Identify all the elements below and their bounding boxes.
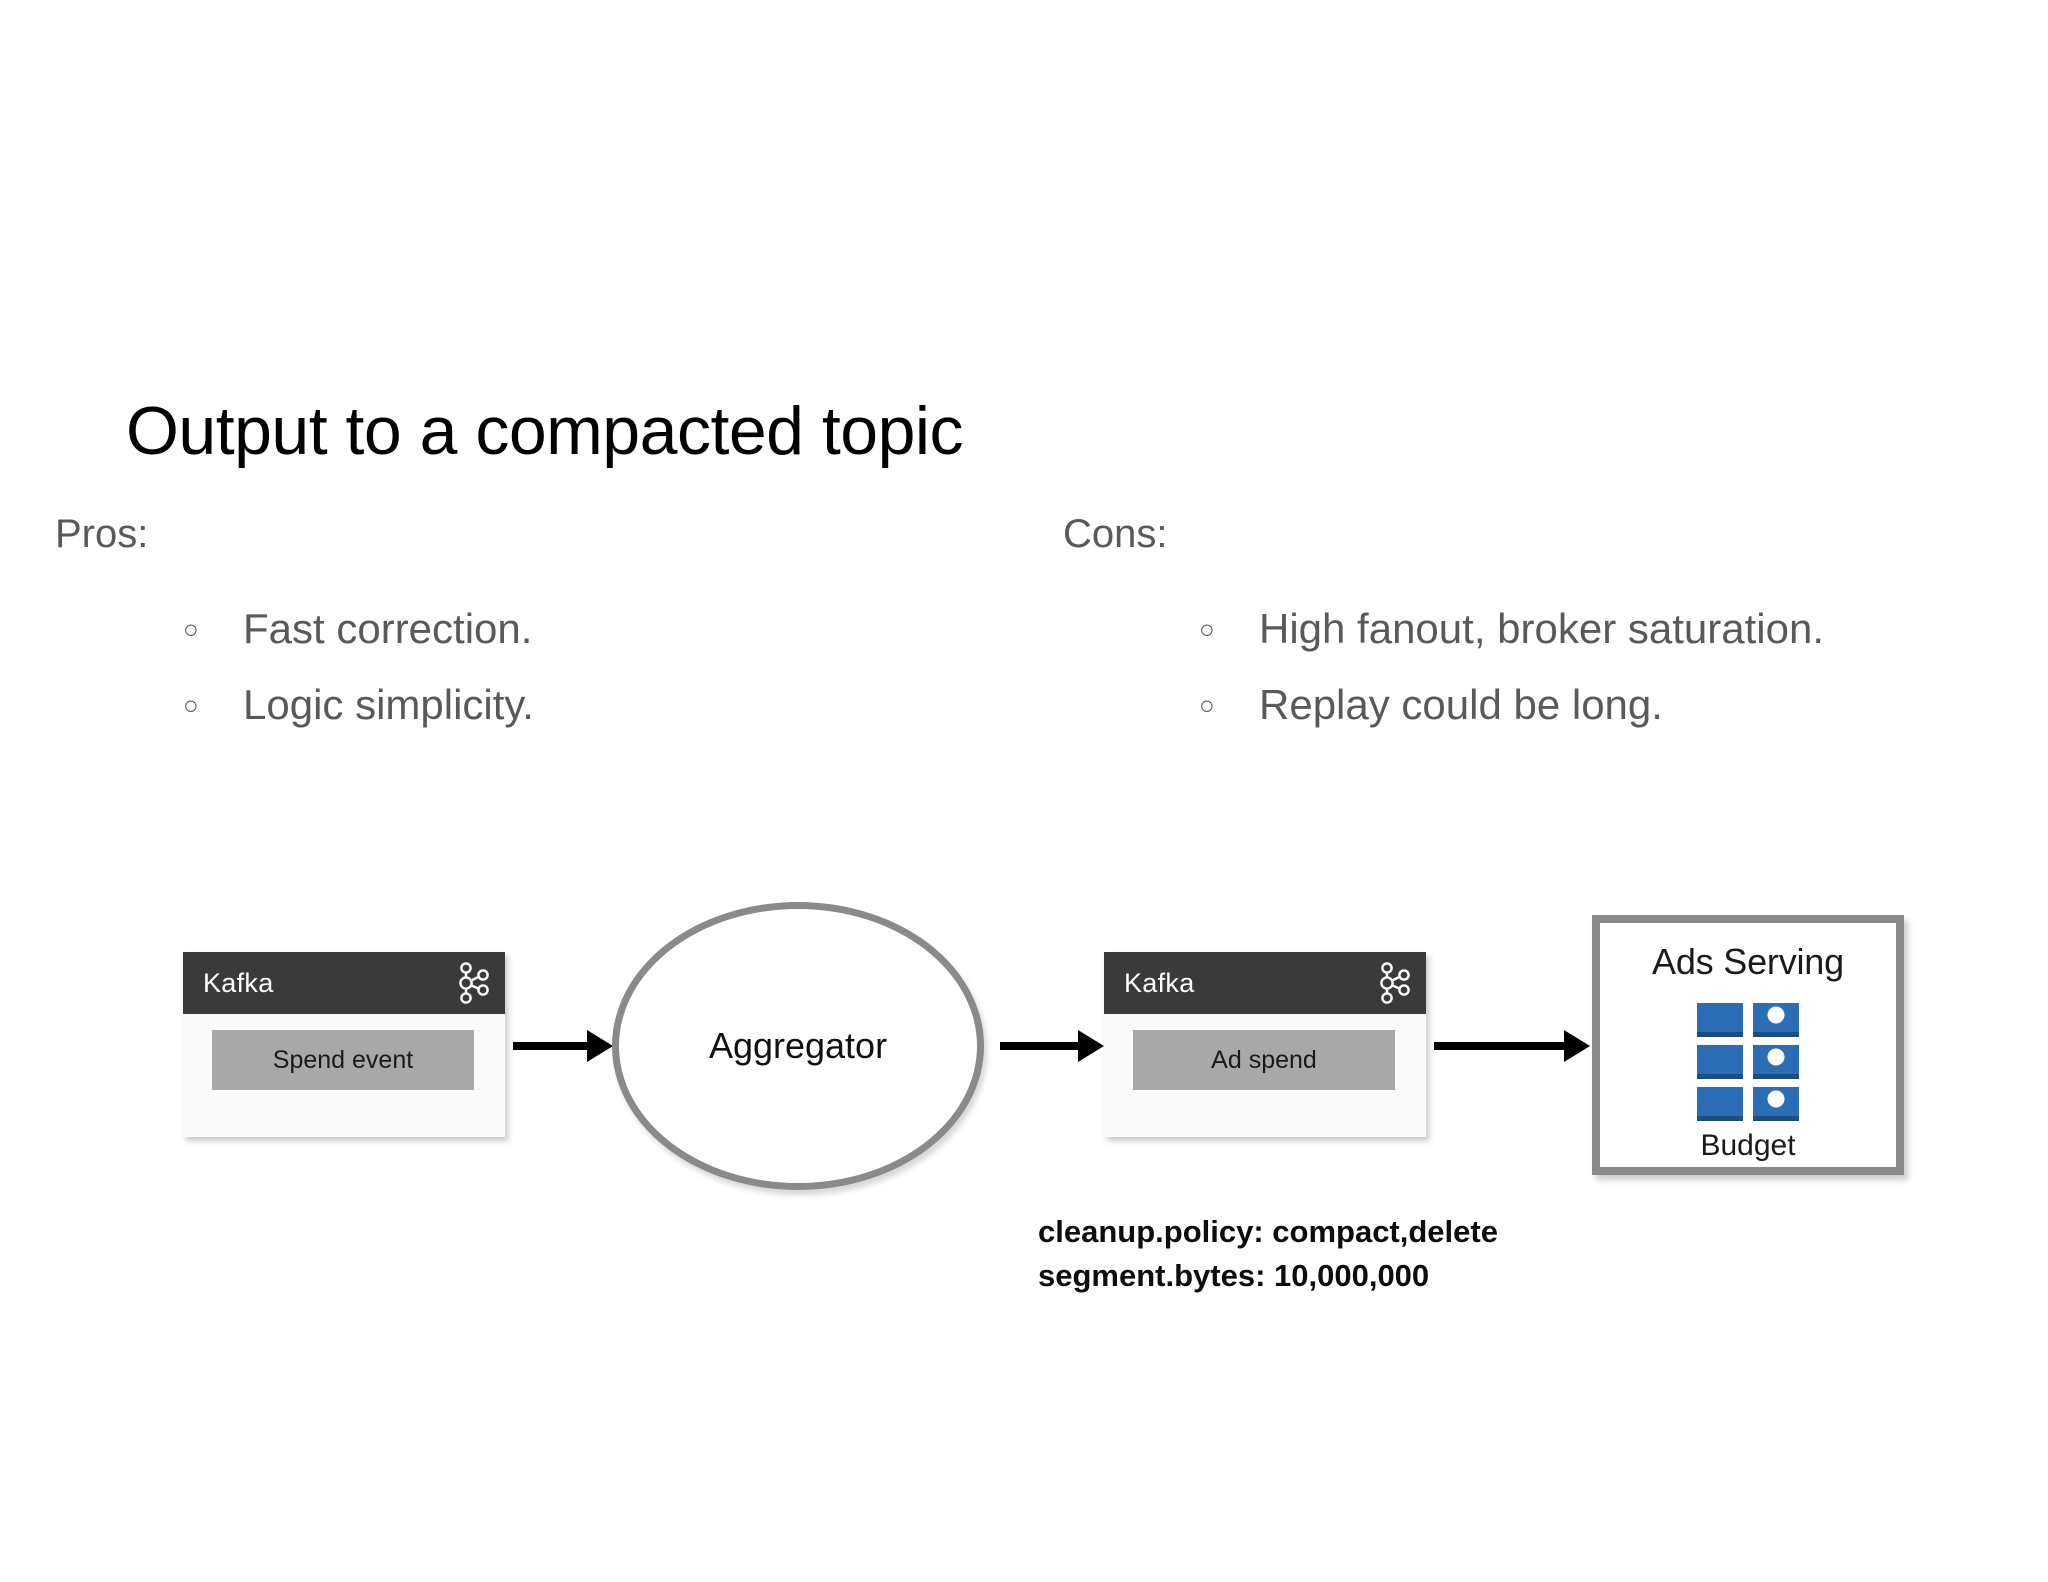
ads-serving-title: Ads Serving (1652, 941, 1844, 982)
list-item-label: High fanout, broker saturation. (1259, 605, 1824, 652)
budget-cell (1753, 1087, 1799, 1121)
kafka-header-label: Kafka (1124, 967, 1195, 998)
pros-heading: Pros: (55, 512, 149, 556)
topic-config-annotation: cleanup.policy: compact,delete segment.b… (1038, 1210, 1498, 1298)
list-item-label: Fast correction. (243, 605, 533, 652)
kafka-topic-chip: Ad spend (1133, 1030, 1395, 1090)
list-item-label: Logic simplicity. (243, 681, 534, 728)
kafka-logo-icon (457, 961, 491, 1005)
kafka-card-body: Spend event (183, 1014, 505, 1137)
list-item: ○ Logic simplicity. (55, 678, 1005, 732)
budget-label: Budget (1700, 1129, 1796, 1162)
diagram-node-aggregator: Aggregator (612, 902, 984, 1190)
list-item-label: Replay could be long. (1259, 681, 1663, 728)
budget-cell (1697, 1087, 1743, 1121)
arrow-aggregator-to-sink (1000, 1042, 1080, 1050)
pros-column: Pros: ○ Fast correction. ○ Logic simplic… (55, 510, 1005, 754)
kafka-logo-icon (1378, 961, 1412, 1005)
bullet-circle-icon: ○ (1199, 614, 1215, 644)
bullet-circle-icon: ○ (183, 614, 199, 644)
list-item: ○ Fast correction. (55, 602, 1005, 656)
pros-list: ○ Fast correction. ○ Logic simplicity. (55, 602, 1005, 732)
cons-heading: Cons: (1063, 512, 1168, 556)
diagram-node-ads-serving: Ads Serving Budget (1592, 915, 1904, 1175)
diagram-node-kafka-sink: Kafka Ad spend (1104, 952, 1426, 1137)
kafka-card-body: Ad spend (1104, 1014, 1426, 1137)
budget-store-icon (1697, 1003, 1799, 1121)
config-line-segment-bytes: segment.bytes: 10,000,000 (1038, 1258, 1430, 1293)
budget-cell (1753, 1045, 1799, 1079)
page-title: Output to a compacted topic (126, 392, 964, 469)
cons-column: Cons: ○ High fanout, broker saturation. … (1063, 510, 2013, 754)
list-item: ○ High fanout, broker saturation. (1063, 602, 2013, 656)
list-item: ○ Replay could be long. (1063, 678, 2013, 732)
bullet-circle-icon: ○ (1199, 690, 1215, 720)
diagram-node-kafka-source: Kafka Spend event (183, 952, 505, 1137)
kafka-topic-chip: Spend event (212, 1030, 474, 1090)
architecture-diagram: Kafka Spend event (0, 890, 2048, 1330)
budget-cell (1753, 1003, 1799, 1037)
cons-list: ○ High fanout, broker saturation. ○ Repl… (1063, 602, 2013, 732)
arrow-source-to-aggregator (513, 1042, 589, 1050)
budget-cell (1697, 1003, 1743, 1037)
arrow-sink-to-ads-serving (1434, 1042, 1566, 1050)
config-line-cleanup-policy: cleanup.policy: compact,delete (1038, 1214, 1498, 1249)
budget-cell (1697, 1045, 1743, 1079)
kafka-card-header: Kafka (1104, 952, 1426, 1014)
kafka-card-header: Kafka (183, 952, 505, 1014)
aggregator-label: Aggregator (708, 1025, 888, 1066)
kafka-header-label: Kafka (203, 967, 274, 998)
bullet-circle-icon: ○ (183, 690, 199, 720)
